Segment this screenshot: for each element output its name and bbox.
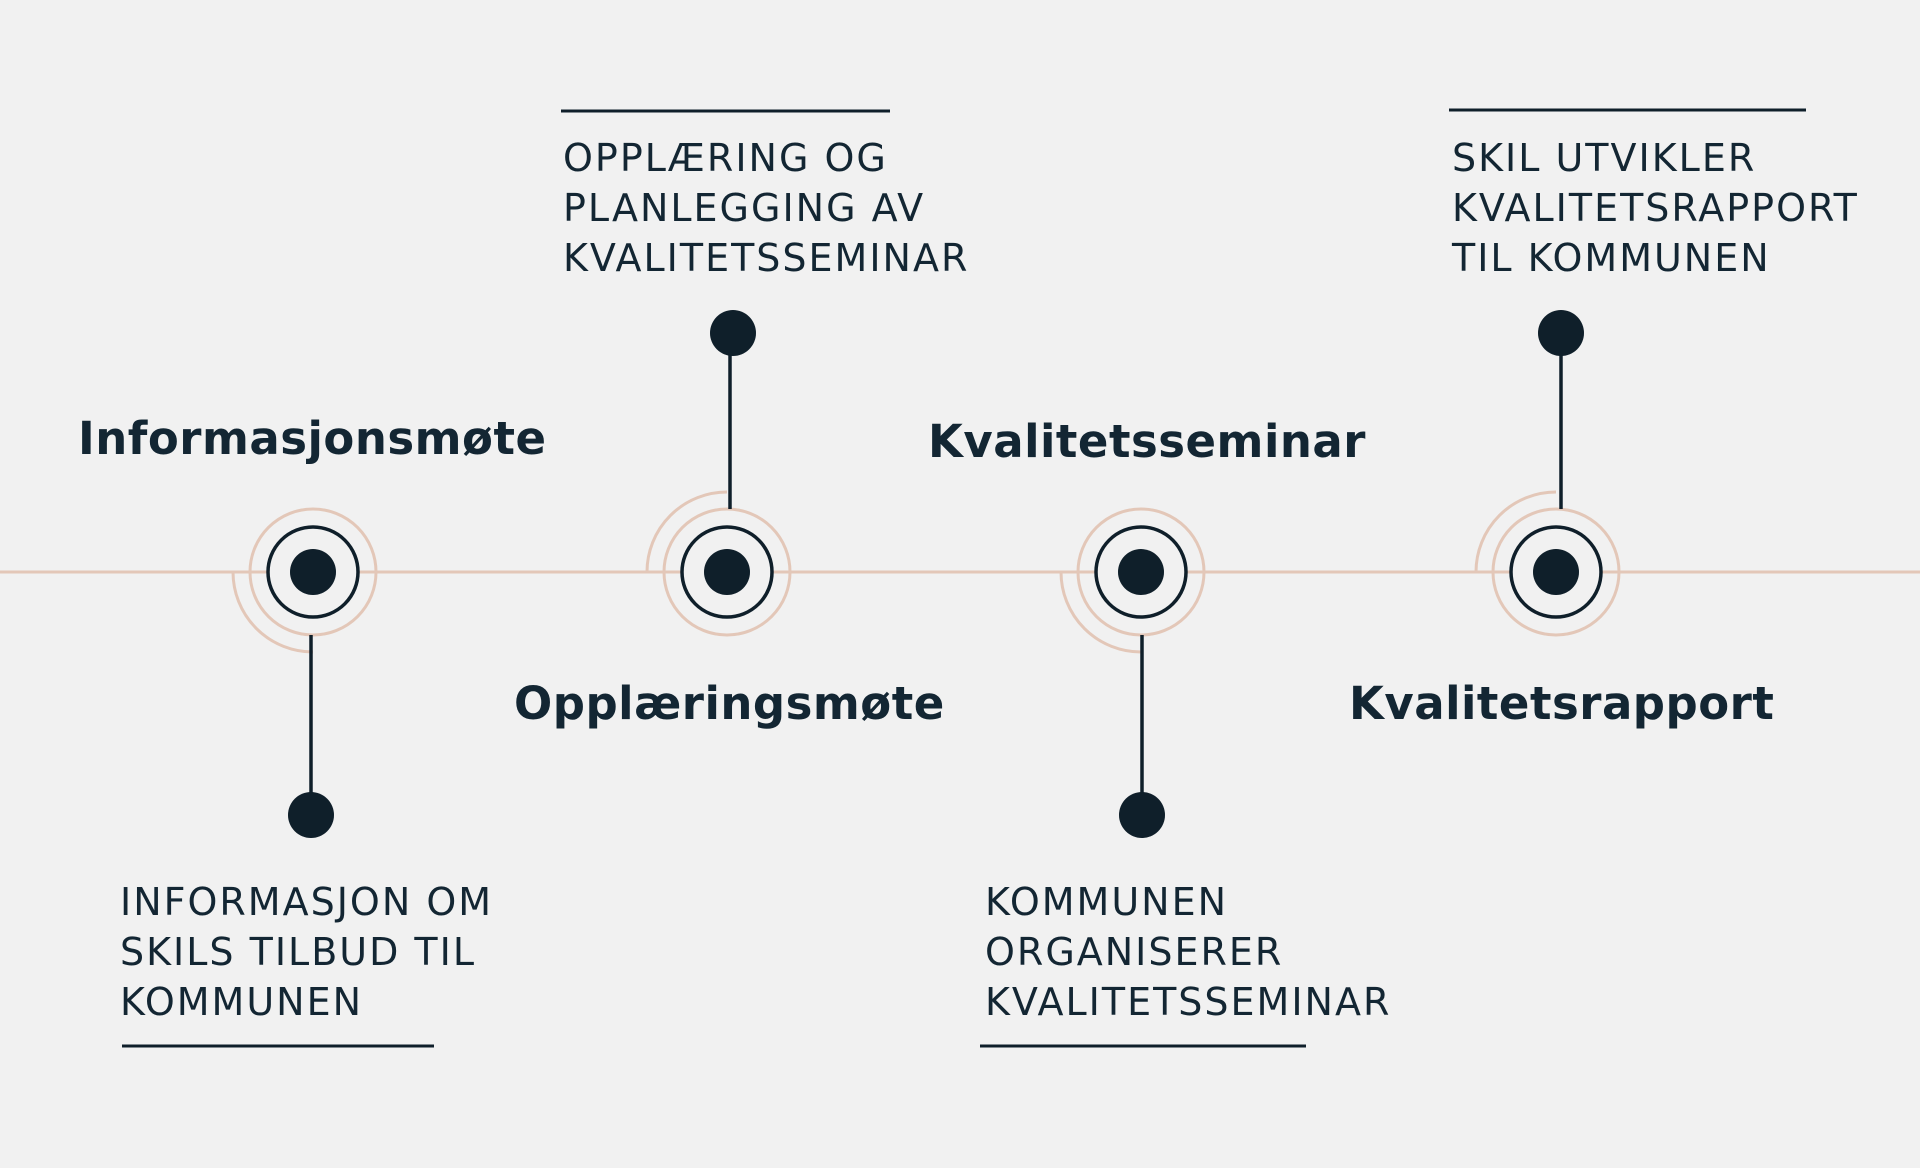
node-1-halo-arc xyxy=(231,571,314,654)
node-4-halo-arc xyxy=(1474,490,1557,573)
step-2-description-line-1: OPPLÆRING OG xyxy=(563,136,888,180)
timeline-node-2 xyxy=(645,310,792,637)
step-1-description-line-1: INFORMASJON OM xyxy=(120,880,494,924)
node-1-halo xyxy=(248,507,378,637)
node-3-connector-end xyxy=(1119,792,1165,838)
node-2-connector-end xyxy=(710,310,756,356)
node-1-connector-end xyxy=(288,792,334,838)
step-2-description: OPPLÆRING OG PLANLEGGING AV KVALITETSSEM… xyxy=(563,133,969,283)
timeline-node-1 xyxy=(231,507,378,838)
node-3-dot xyxy=(1118,549,1164,595)
step-3-description-line-3: KVALITETSSEMINAR xyxy=(985,980,1392,1024)
step-4-description: SKIL UTVIKLER KVALITETSRAPPORT TIL KOMMU… xyxy=(1452,133,1859,283)
step-4-title: Kvalitetsrapport xyxy=(1349,677,1775,730)
node-4-dot xyxy=(1533,549,1579,595)
node-1-dot xyxy=(290,549,336,595)
step-2-description-line-3: KVALITETSSEMINAR xyxy=(563,236,970,280)
node-2-halo-arc xyxy=(645,490,728,573)
step-1-description-line-3: KOMMUNEN xyxy=(120,980,363,1024)
node-2-halo xyxy=(662,507,792,637)
step-3-title: Kvalitetsseminar xyxy=(928,415,1366,468)
step-4-description-line-2: KVALITETSRAPPORT xyxy=(1452,186,1859,230)
step-4-description-line-3: TIL KOMMUNEN xyxy=(1452,236,1771,280)
node-4-connector-end xyxy=(1538,310,1584,356)
step-3-description-line-1: KOMMUNEN xyxy=(985,880,1228,924)
step-2-title: Opplæringsmøte xyxy=(514,677,945,730)
node-4-halo xyxy=(1491,507,1621,637)
step-1-title: Informasjonsmøte xyxy=(78,412,547,465)
step-3-description: KOMMUNEN ORGANISERER KVALITETSSEMINAR xyxy=(985,877,1391,1027)
step-1-description: INFORMASJON OM SKILS TILBUD TIL KOMMUNEN xyxy=(120,877,493,1027)
step-2-description-line-2: PLANLEGGING AV xyxy=(563,186,926,230)
node-2-dot xyxy=(704,549,750,595)
step-3-description-line-2: ORGANISERER xyxy=(985,930,1284,974)
timeline-node-4 xyxy=(1474,310,1621,637)
step-1-description-line-2: SKILS TILBUD TIL xyxy=(120,930,477,974)
step-4-description-line-1: SKIL UTVIKLER xyxy=(1452,136,1757,180)
node-3-halo-arc xyxy=(1059,571,1142,654)
timeline-node-3 xyxy=(1059,507,1206,838)
